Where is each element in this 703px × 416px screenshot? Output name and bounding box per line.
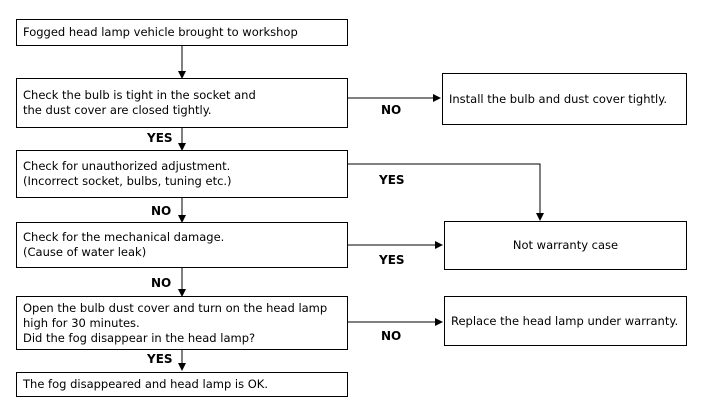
box-start: Fogged head lamp vehicle brought to work… — [16, 19, 348, 46]
box-replace-line-1: Replace the head lamp under warranty. — [451, 313, 679, 328]
box-mechanical-line-2: (Cause of water leak) — [23, 245, 147, 259]
box-install-line-1: Install the bulb and dust cover tightly. — [449, 91, 668, 106]
box-check-bulb-line-1: Check the bulb is tight in the socket an… — [23, 88, 256, 102]
box-fog-test-line-1: Open the bulb dust cover and turn on the… — [23, 300, 328, 315]
box-mechanical-line-1: Check for the mechanical damage. — [23, 230, 225, 244]
box-replace: Replace the head lamp under warranty. — [444, 296, 687, 346]
box-check-bulb: Check the bulb is tight in the socket an… — [16, 78, 348, 128]
box-ok-line-1: The fog disappeared and head lamp is OK. — [23, 377, 268, 391]
box-not-warranty-line-1: Not warranty case — [512, 238, 619, 252]
box-fog-test: Open the bulb dust cover and turn on the… — [16, 296, 348, 350]
label-bulb-no: NO — [381, 103, 402, 117]
label-bulb-yes: YES — [147, 131, 173, 145]
box-mechanical: Check for the mechanical damage. (Cause … — [16, 222, 348, 268]
label-fog-no: NO — [381, 329, 402, 343]
label-unauth-no: NO — [151, 204, 172, 218]
label-mech-no: NO — [151, 276, 172, 290]
box-fog-test-line-3: Did the fog disappear in the head lamp? — [23, 330, 256, 345]
box-unauthorized-line-2: (Incorrect socket, bulbs, tuning etc.) — [23, 174, 232, 188]
box-check-bulb-line-2: the dust cover are closed tightly. — [23, 103, 212, 117]
box-start-line-1: Fogged head lamp vehicle brought to work… — [23, 25, 298, 39]
box-ok: The fog disappeared and head lamp is OK. — [16, 372, 348, 397]
box-fog-test-line-2: high for 30 minutes. — [23, 315, 140, 330]
box-unauthorized-line-1: Check for unauthorized adjustment. — [23, 159, 231, 173]
box-not-warranty: Not warranty case — [444, 221, 687, 270]
box-unauthorized: Check for unauthorized adjustment. (Inco… — [16, 150, 348, 198]
label-mech-yes: YES — [379, 253, 405, 267]
label-fog-yes: YES — [147, 352, 173, 366]
box-install: Install the bulb and dust cover tightly. — [442, 73, 687, 125]
arrow-unauthorized-to-not-warranty — [348, 163, 544, 221]
label-unauth-yes: YES — [379, 173, 405, 187]
